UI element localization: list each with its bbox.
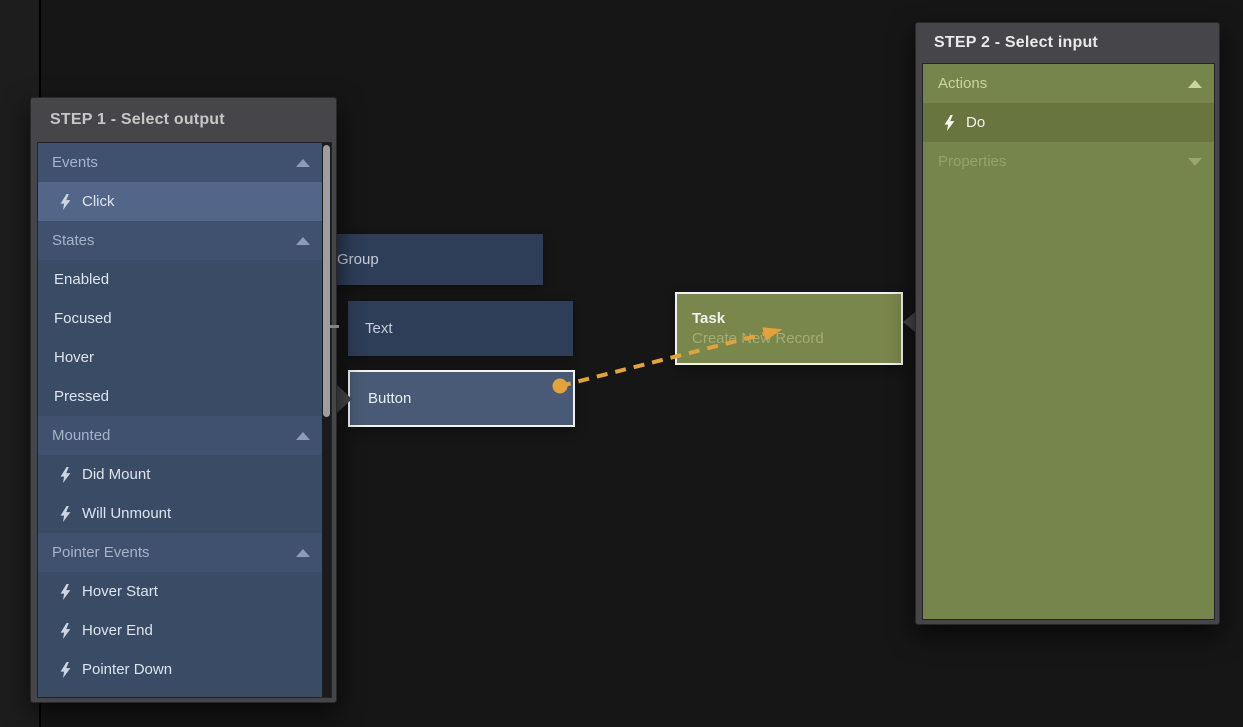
step1-item-hover-start[interactable]: Hover Start — [38, 572, 324, 611]
node-group-label: Group — [337, 251, 379, 268]
node-group[interactable]: Group — [322, 234, 543, 285]
step1-item-pointer-down[interactable]: Pointer Down — [38, 650, 324, 689]
step1-item-hover-end[interactable]: Hover End — [38, 611, 324, 650]
expand-arrow-icon[interactable] — [1188, 158, 1202, 166]
step1-item-focused[interactable]: Focused — [38, 299, 324, 338]
connection-stub-dash — [330, 325, 339, 328]
step1-section-states[interactable]: States — [38, 221, 324, 260]
step1-output-list: Events Click States Enabled Focused — [37, 142, 332, 698]
step1-section-mounted[interactable]: Mounted — [38, 416, 324, 455]
node-task-subtitle: Create New Record — [692, 330, 824, 347]
step1-section-pointer-events[interactable]: Pointer Events — [38, 533, 324, 572]
step1-item-will-unmount[interactable]: Will Unmount — [38, 494, 324, 533]
collapse-arrow-icon[interactable] — [296, 159, 310, 167]
node-task[interactable]: Task Create New Record — [675, 292, 903, 365]
collapse-arrow-icon[interactable] — [296, 549, 310, 557]
step1-panel-pointer-tail — [336, 384, 352, 414]
step1-item-did-mount[interactable]: Did Mount — [38, 455, 324, 494]
lightning-icon — [60, 194, 72, 210]
step2-item-do[interactable]: Do — [923, 103, 1215, 142]
lightning-icon — [60, 506, 72, 522]
collapse-arrow-icon[interactable] — [296, 432, 310, 440]
step2-section-actions[interactable]: Actions — [923, 64, 1215, 103]
step1-scrollbar-thumb[interactable] — [323, 145, 330, 417]
step1-item-hover[interactable]: Hover — [38, 338, 324, 377]
node-text-label: Text — [365, 320, 393, 337]
node-button[interactable]: Button — [348, 370, 575, 427]
step2-section-properties[interactable]: Properties — [923, 142, 1215, 181]
lightning-icon — [60, 662, 72, 678]
lightning-icon — [944, 115, 956, 131]
collapse-arrow-icon[interactable] — [296, 237, 310, 245]
step2-panel-title: STEP 2 - Select input — [916, 23, 1219, 63]
step1-select-output-panel: STEP 1 - Select output Events Click Stat… — [30, 97, 337, 703]
step1-panel-title: STEP 1 - Select output — [31, 98, 336, 142]
step1-scrollbar-track[interactable] — [322, 143, 331, 698]
step1-item-pressed[interactable]: Pressed — [38, 377, 324, 416]
step1-item-click[interactable]: Click — [38, 182, 324, 221]
step2-input-list: Actions Do Properties — [922, 63, 1215, 620]
step1-item-enabled[interactable]: Enabled — [38, 260, 324, 299]
node-button-label: Button — [368, 390, 411, 407]
node-task-title: Task — [692, 310, 725, 327]
lightning-icon — [60, 467, 72, 483]
lightning-icon — [60, 584, 72, 600]
node-text[interactable]: Text — [348, 301, 573, 356]
collapse-arrow-icon[interactable] — [1188, 80, 1202, 88]
step2-select-input-panel: STEP 2 - Select input Actions Do Propert… — [915, 22, 1220, 625]
step1-section-events[interactable]: Events — [38, 143, 324, 182]
lightning-icon — [60, 623, 72, 639]
